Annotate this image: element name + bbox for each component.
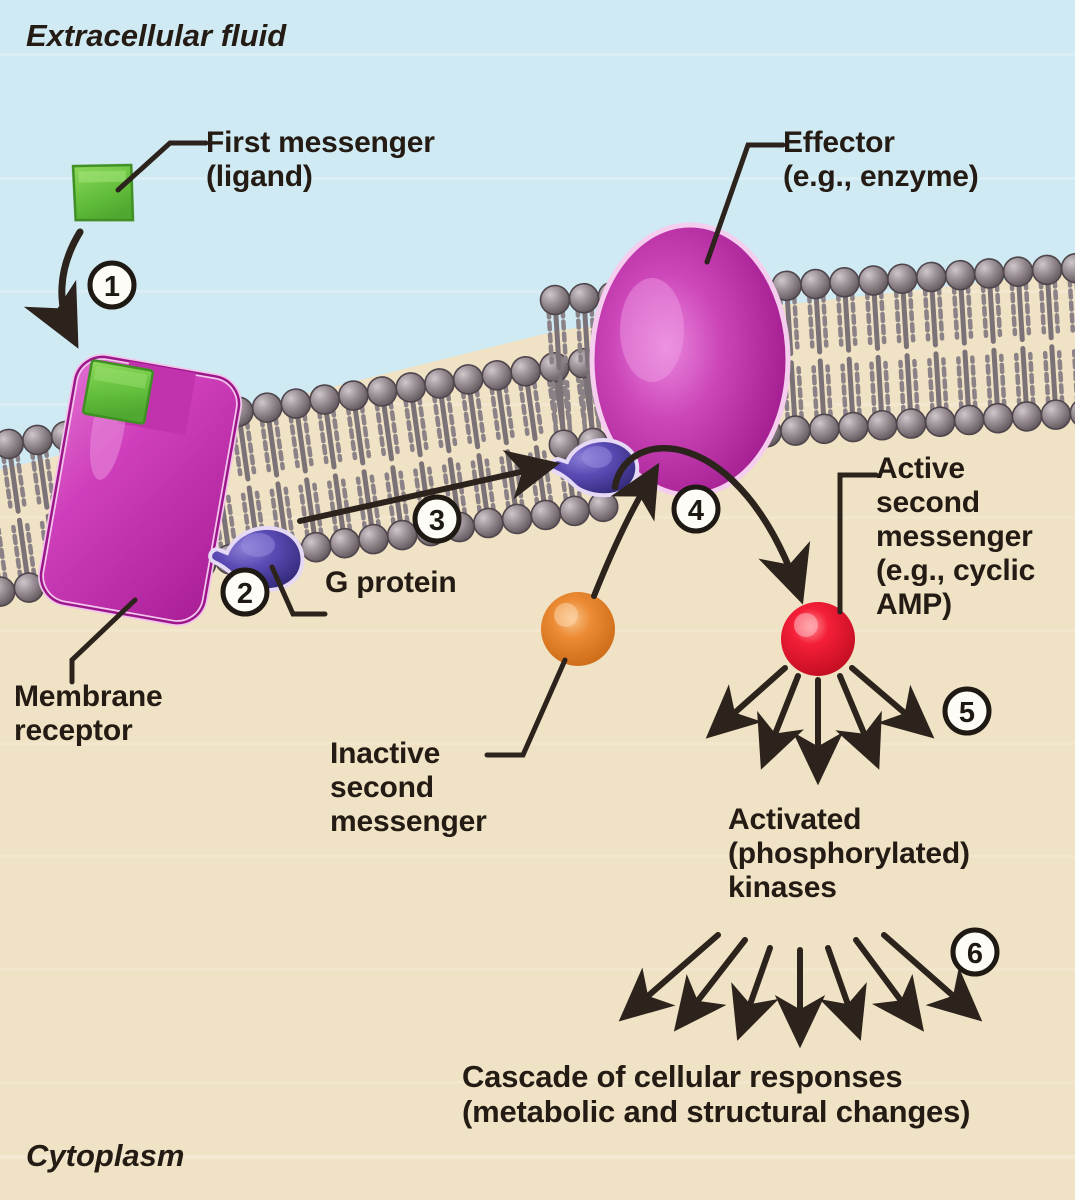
leader-membrane-receptor — [69, 597, 138, 685]
activated-kinases-label: Activated (phosphorylated) kinases — [728, 803, 970, 904]
first-messenger-ligand-shape — [71, 163, 135, 222]
step-number-2: 2 — [237, 578, 253, 610]
step-circle-2 — [220, 567, 270, 617]
bound-ligand-shape — [82, 359, 154, 425]
arrow-step-1 — [23, 228, 84, 349]
step-number-6: 6 — [967, 938, 983, 970]
g-protein-label: G protein — [325, 566, 457, 599]
leader-first-messenger — [115, 140, 209, 193]
step-circles — [87, 260, 1000, 977]
extracellular-fluid-title: Extracellular fluid — [26, 18, 287, 53]
arrow-fan-step-5 — [705, 665, 935, 786]
step-circle-4 — [671, 484, 721, 534]
first-messenger-label: First messenger (ligand) — [206, 126, 435, 193]
step-number-3: 3 — [429, 505, 445, 537]
leader-effector — [704, 142, 786, 265]
leader-inactive-second-messenger — [484, 657, 568, 758]
step-number-4: 4 — [688, 495, 704, 527]
step-circle-3 — [412, 494, 462, 544]
arrow-inactive-to-effector — [591, 462, 660, 599]
cascade-label: Cascade of cellular responses (metabolic… — [462, 1059, 971, 1130]
step-circle-1 — [87, 260, 137, 310]
leader-lines — [69, 140, 879, 758]
step-circle-6 — [950, 927, 1000, 977]
step-numbers: 1 2 3 4 5 6 — [104, 271, 983, 970]
inactive-second-messenger-shape — [541, 592, 615, 666]
leader-active-second-messenger — [837, 472, 879, 615]
leader-g-protein — [269, 564, 328, 617]
membrane-receptor-label: Membrane receptor — [14, 680, 163, 747]
step-circle-5 — [942, 686, 992, 736]
cytoplasm-title: Cytoplasm — [26, 1138, 185, 1173]
effector-shape — [589, 222, 791, 498]
active-second-messenger-label: Active second messenger (e.g., cyclic AM… — [876, 452, 1036, 621]
extracellular-fluid-background — [0, 0, 1075, 470]
arrow-fan-step-6 — [618, 932, 983, 1049]
inactive-second-messenger-label: Inactive second messenger — [330, 737, 487, 838]
step-number-1: 1 — [104, 271, 120, 303]
active-second-messenger-shape — [781, 602, 855, 676]
effector-label: Effector (e.g., enzyme) — [783, 126, 979, 193]
arrow-step-3 — [297, 450, 561, 524]
step-number-5: 5 — [959, 697, 975, 729]
